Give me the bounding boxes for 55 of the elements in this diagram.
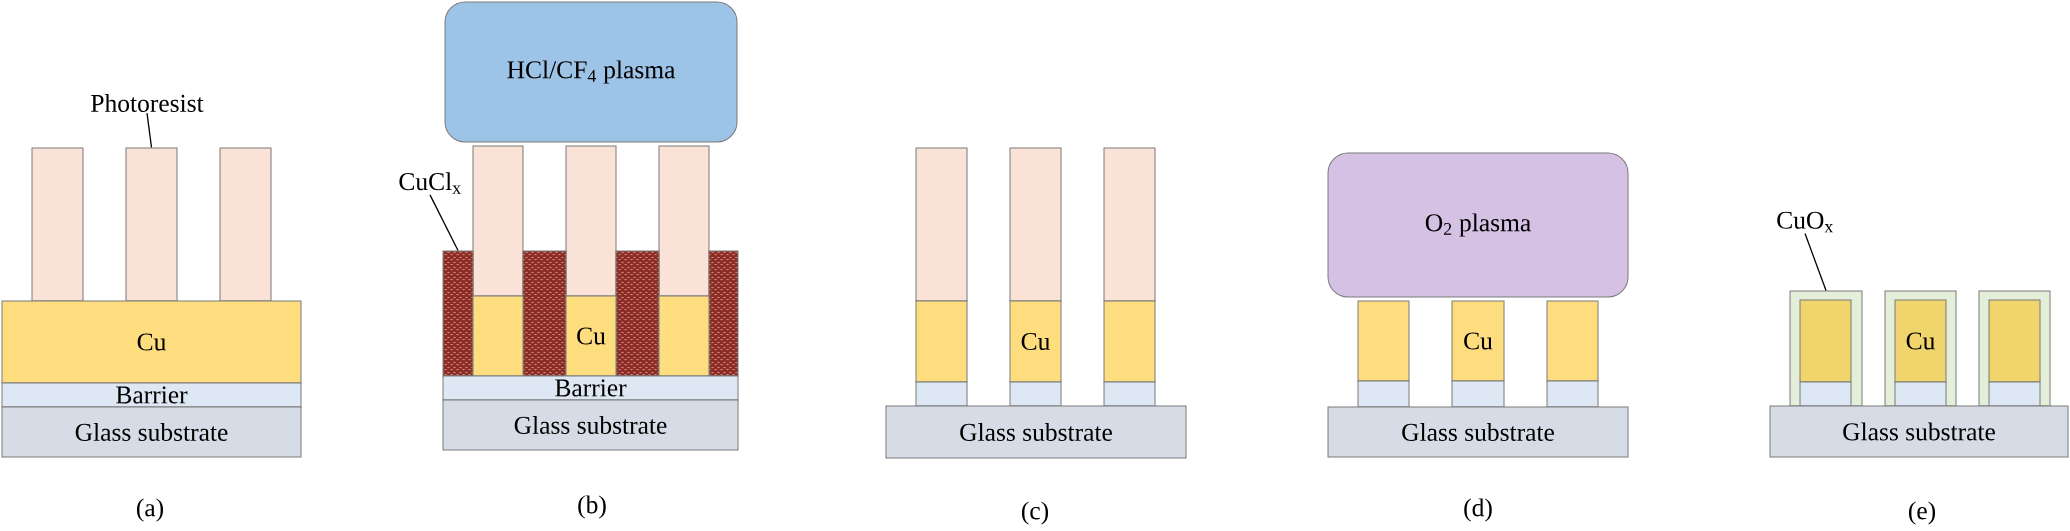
panel-label: (c) [1021, 501, 1049, 525]
glass-substrate: Glass substrate [885, 405, 1187, 459]
copper-layer: Cu [1, 300, 302, 384]
barrier-pad [915, 381, 968, 407]
copper-pillar [658, 295, 710, 377]
leader-line [146, 112, 153, 149]
copper-pillar: Cu [1894, 299, 1947, 383]
barrier-pad [1894, 381, 1947, 407]
barrier-layer: Barrier [1, 382, 302, 408]
hatched-layer [522, 250, 567, 377]
barrier-pad [1103, 381, 1156, 407]
hatched-layer [442, 250, 474, 377]
panel-label: (e) [1909, 501, 1936, 525]
photoresist-pillar [31, 147, 84, 302]
panel-label: (d) [1464, 498, 1492, 522]
copper-pillar [472, 295, 524, 377]
copper-pillar: Cu [565, 295, 617, 377]
copper-pillar [1357, 300, 1410, 382]
glass-substrate: Glass substrate [1327, 406, 1629, 458]
copper-pillar [1103, 300, 1156, 383]
glass-substrate: Glass substrate [442, 399, 739, 451]
panel-label: (b) [578, 495, 606, 519]
plasma-box: O$_{2}$ plasma [1327, 152, 1629, 298]
barrier-layer: Barrier [442, 375, 739, 401]
glass-substrate: Glass substrate [1769, 405, 2069, 458]
photoresist-pillar [658, 145, 710, 297]
photoresist-pillar [1103, 147, 1156, 302]
barrier-pad [1988, 381, 2041, 407]
barrier-pad [1451, 380, 1505, 408]
leader-line [1804, 232, 1827, 292]
hatched-layer [708, 250, 739, 377]
photoresist-pillar [125, 147, 178, 302]
photoresist-pillar [915, 147, 968, 302]
barrier-pad [1799, 381, 1852, 407]
copper-pillar [1799, 299, 1852, 383]
panel-label: (a) [136, 498, 164, 522]
callout-label: Photoresist [91, 94, 204, 112]
glass-substrate: Glass substrate [1, 406, 302, 458]
callout-label: CuO$_{x}$ [1777, 211, 1834, 233]
hatched-layer [615, 250, 660, 377]
barrier-pad [1357, 380, 1410, 408]
copper-pillar [915, 300, 968, 383]
copper-pillar [1546, 300, 1599, 382]
copper-pillar: Cu [1009, 300, 1062, 383]
plasma-box: HCl/CF$_{4}$ plasma [444, 1, 738, 143]
copper-pillar: Cu [1451, 300, 1505, 382]
callout-label: CuCl$_{x}$ [399, 172, 461, 194]
photoresist-pillar [219, 147, 272, 302]
copper-pillar [1988, 299, 2041, 383]
barrier-pad [1546, 380, 1599, 408]
photoresist-pillar [1009, 147, 1062, 302]
barrier-pad [1009, 381, 1062, 407]
leader-line [429, 194, 459, 252]
photoresist-pillar [565, 145, 617, 297]
photoresist-pillar [472, 145, 524, 297]
